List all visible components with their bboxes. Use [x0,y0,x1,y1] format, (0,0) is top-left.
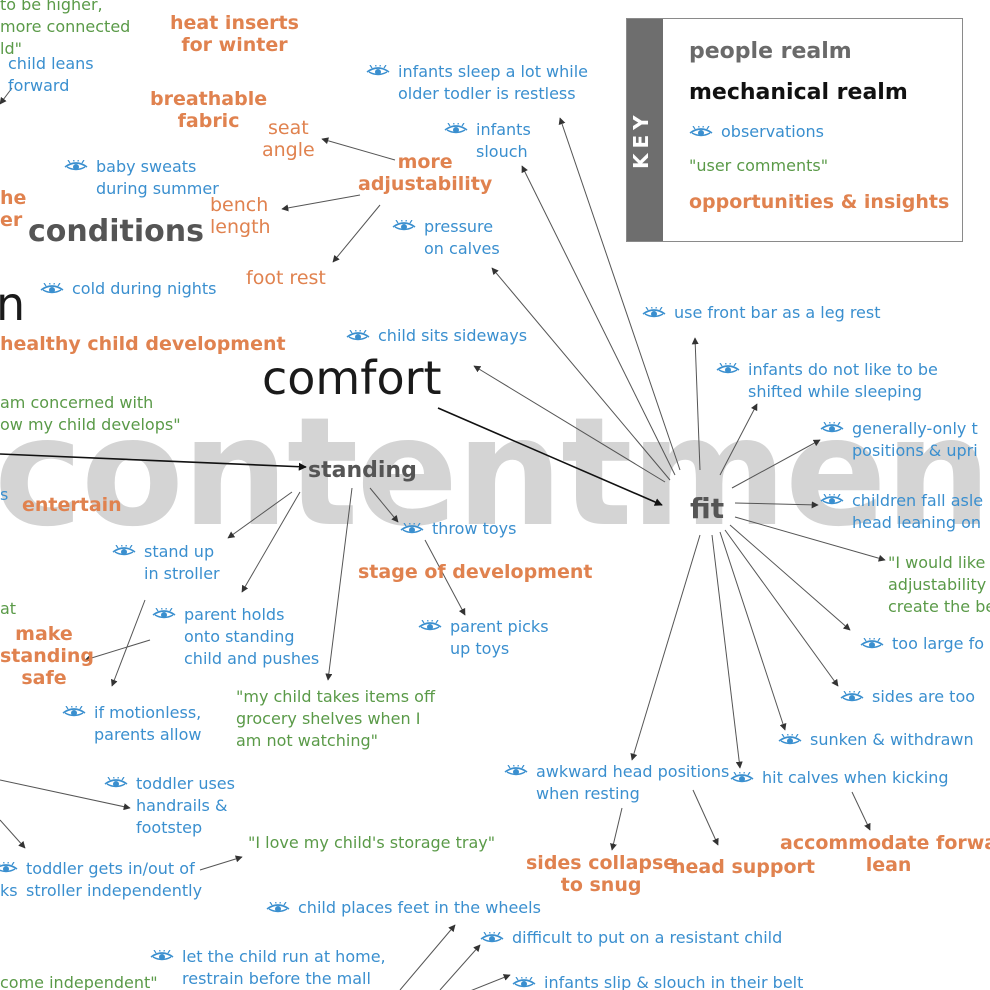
eye-icon [104,777,128,789]
hub-fit: fit [690,492,725,525]
key-sidebar: KEY [627,19,663,241]
opp-bench-length: bench length [210,194,271,238]
opp-heat-inserts: heat inserts for winter [170,12,299,56]
obs-if-motionless: if motionless, parents allow [62,702,201,746]
key-observations: observations [689,121,824,143]
obs-parent-holds-standing: parent holds onto standing child and pus… [152,604,319,670]
obs-awkward-head-positions: awkward head positions when resting [504,761,729,805]
opp-stage-of-development: stage of development [358,561,593,583]
obs-baby-sweats: baby sweats during summer [64,156,219,200]
eye-icon [820,494,844,506]
eye-icon [860,638,884,650]
obs-children-fall-asleep: children fall asle head leaning on [820,490,983,534]
eye-icon [64,160,88,172]
eye-icon [112,545,136,557]
obs-too-large: too large fo [860,633,984,655]
eye-icon [820,422,844,434]
comment-become-independent: come independent" [0,973,158,990]
eye-icon [62,706,86,718]
key-people-realm: people realm [689,39,852,64]
obs-feet-in-wheels: child places feet in the wheels [266,897,541,919]
obs-generally-only-positions: generally-only t positions & upri [820,418,978,462]
opp-more-adjustability: more adjustability [358,151,493,195]
eye-icon [778,734,802,746]
obs-child-sits-sideways: child sits sideways [346,325,527,347]
eye-icon [150,950,174,962]
key-mechanical-realm: mechanical realm [689,80,908,105]
opp-foot-rest: foot rest [246,267,326,289]
obs-resistant-child: difficult to put on a resistant child [480,927,782,949]
obs-throw-toys: throw toys [400,518,516,540]
hub-standing: standing [308,458,417,483]
key-title: KEY [629,110,653,169]
comment-grocery-shelves: "my child takes items off grocery shelve… [236,687,435,750]
comment-adjustability: "I would like adjustability create the b… [888,553,990,616]
opp-breathable-fabric: breathable fabric [150,88,268,132]
opp-head-support: head support [672,856,815,878]
obs-infants-sleep: infants sleep a lot while older todler i… [366,61,588,105]
eye-icon [512,977,536,989]
comment-storage-tray: "I love my child's storage tray" [248,833,496,852]
eye-icon [266,902,290,914]
eye-icon [40,283,64,295]
eye-icon [0,862,18,874]
opp-partial-the-er: he er [0,187,27,231]
obs-front-bar-leg-rest: use front bar as a leg rest [642,302,881,324]
obs-partial-s: s [0,485,9,504]
opp-entertain: entertain [22,494,122,516]
eye-icon [689,126,713,138]
obs-pressure-on-calves: pressure on calves [392,216,500,260]
obs-child-leans-forward: child leans forward [8,54,94,95]
obs-toddler-uses-handrails: toddler uses handrails & footstep [104,773,235,839]
eye-icon [480,932,504,944]
obs-cold-during-nights: cold during nights [40,278,216,300]
obs-sunken-withdrawn: sunken & withdrawn [778,729,974,751]
obs-hit-calves-kicking: hit calves when kicking [730,767,949,789]
eye-icon [418,620,442,632]
hub-comfort: comfort [262,351,442,405]
obs-run-at-home: let the child run at home, restrain befo… [150,946,386,990]
obs-infants-slouch: infants slouch [444,119,531,163]
key-user-comments: "user comments" [689,156,829,175]
comment-concerned-development: am concerned with ow my child develops" [0,393,181,434]
key-opportunities: opportunities & insights [689,191,950,213]
eye-icon [444,123,468,135]
opp-seat-angle: seat angle [262,117,315,161]
comment-partial-ks: ks [0,881,18,900]
eye-icon [392,220,416,232]
opp-sides-collapse: sides collapse to snug [526,852,677,896]
eye-icon [730,772,754,784]
key-legend: KEY people realm mechanical realm observ… [626,18,963,242]
obs-stand-up-in-stroller: stand up in stroller [112,541,220,585]
obs-toddler-gets-in-out: toddler gets in/out of stroller independ… [0,858,202,902]
opp-healthy-child-development: healthy child development [0,333,286,355]
obs-not-shifted-sleeping: infants do not like to be shifted while … [716,359,938,403]
eye-icon [152,608,176,620]
obs-sides-are-too: sides are too [840,686,975,708]
comment-partial-at: at [0,599,17,618]
eye-icon [504,765,528,777]
eye-icon [346,330,370,342]
eye-icon [400,523,424,535]
eye-icon [366,65,390,77]
comment-top-left: to be higher, more connected ld" [0,0,131,58]
obs-parent-picks-up-toys: parent picks up toys [418,616,549,660]
eye-icon [840,691,864,703]
hub-partial-n: n [0,277,26,331]
eye-icon [642,307,666,319]
eye-icon [716,363,740,375]
opp-make-standing-safe: make standing safe [0,623,94,689]
opp-accommodate-forward-lean: accommodate forwa lean [780,832,990,876]
obs-slip-slouch-belt: infants slip & slouch in their belt [512,972,803,990]
hub-conditions: conditions [28,214,204,249]
